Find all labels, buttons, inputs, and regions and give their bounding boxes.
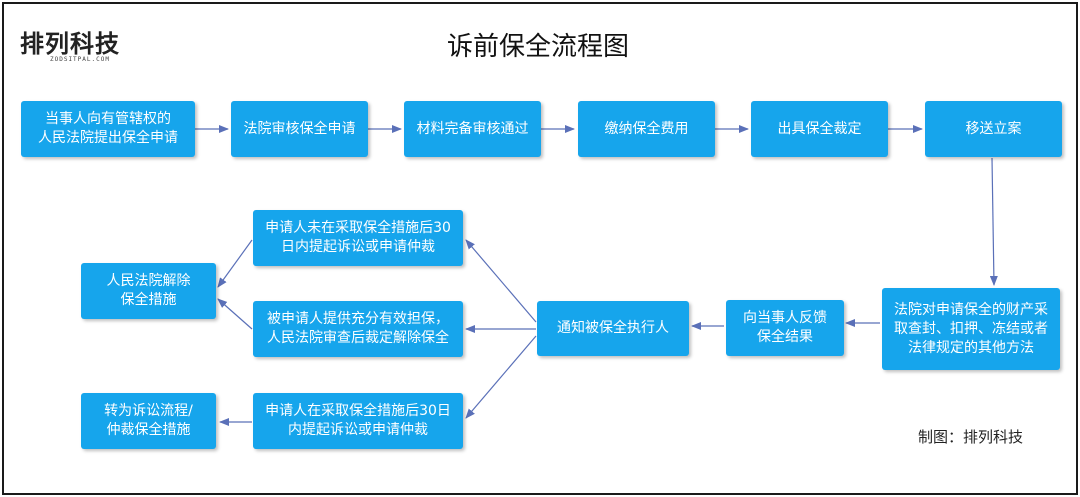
step-pay-fee: 缴纳保全费用 <box>578 101 715 157</box>
step-approved-line1: 材料完备审核通过 <box>416 120 529 137</box>
step-ruling-line1: 出具保全裁定 <box>777 120 862 137</box>
step-apply: 当事人向有管辖权的人民法院提出保全申请 <box>21 101 195 157</box>
branch-no-filing: 申请人未在采取保全措施后30 日内提起诉讼或申请仲裁 <box>253 210 463 266</box>
step-feedback: 向当事人反馈保全结果 <box>726 300 844 356</box>
branch-guarantee-line1: 被申请人提供充分有效担保， <box>267 311 449 327</box>
step-seize-assets-line3: 法律规定的其他方法 <box>908 339 1034 356</box>
step-apply-line2: 人民法院提出保全申请 <box>38 130 178 146</box>
arrow-b1-r1 <box>217 239 253 288</box>
step-seize-assets-line2: 取查封、扣押、冻结或者 <box>894 320 1048 337</box>
chart-credit: 制图：排列科技 <box>918 428 1024 446</box>
result-release-measures-line2: 保全措施 <box>120 292 177 308</box>
step-seize-assets: 法院对申请保全的财产采取查封、扣押、冻结或者法律规定的其他方法 <box>882 288 1060 370</box>
result-release-measures: 人民法院解除保全措施 <box>81 263 216 319</box>
branch-guarantee: 被申请人提供充分有效担保， 人民法院审查后裁定解除保全 <box>253 301 463 357</box>
step-review: 法院审核保全申请 <box>231 101 368 157</box>
arrow-s6-s7 <box>989 157 998 286</box>
result-litigation-line1: 转为诉讼流程/ <box>104 403 193 419</box>
step-ruling: 出具保全裁定 <box>751 101 888 157</box>
result-litigation-line2: 仲裁保全措施 <box>106 422 191 438</box>
step-approved: 材料完备审核通过 <box>404 101 541 157</box>
branch-no-filing-line2: 日内提起诉讼或申请仲裁 <box>280 239 435 255</box>
arrow-s9-b1 <box>465 239 537 323</box>
step-notify-respondent: 通知被保全执行人 <box>537 301 689 356</box>
logo-text: 排列科技 <box>20 30 120 58</box>
step-review-line1: 法院审核保全申请 <box>243 120 356 137</box>
step-pay-fee-line1: 缴纳保全费用 <box>604 120 689 137</box>
step-feedback-line1: 向当事人反馈 <box>743 310 827 326</box>
step-feedback-line2: 保全结果 <box>757 329 813 345</box>
result-release-measures-line1: 人民法院解除 <box>106 273 191 289</box>
step-transfer-filing: 移送立案 <box>925 101 1062 157</box>
branch-guarantee-line2: 人民法院审查后裁定解除保全 <box>267 330 449 346</box>
logo-subtext: ZODSITPAL.COM <box>50 56 110 63</box>
branch-filed-line1: 申请人在采取保全措施后30日 <box>265 403 451 419</box>
step-seize-assets-line1: 法院对申请保全的财产采 <box>894 301 1048 318</box>
branch-no-filing-line1: 申请人未在采取保全措施后30 <box>265 220 451 236</box>
result-litigation: 转为诉讼流程/仲裁保全措施 <box>81 393 216 449</box>
branch-filed-line2: 内提起诉讼或申请仲裁 <box>287 422 428 438</box>
step-notify-respondent-line1: 通知被保全执行人 <box>557 320 669 336</box>
step-transfer-filing-line1: 移送立案 <box>965 120 1022 137</box>
diagram-title: 诉前保全流程图 <box>446 32 629 62</box>
logo: 排列科技 ZODSITPAL.COM <box>20 24 130 70</box>
arrow-s9-b3 <box>465 335 537 419</box>
branch-filed: 申请人在采取保全措施后30日内提起诉讼或申请仲裁 <box>253 393 463 449</box>
step-apply-line1: 当事人向有管辖权的 <box>45 111 171 127</box>
arrow-b2-r1 <box>217 298 253 330</box>
